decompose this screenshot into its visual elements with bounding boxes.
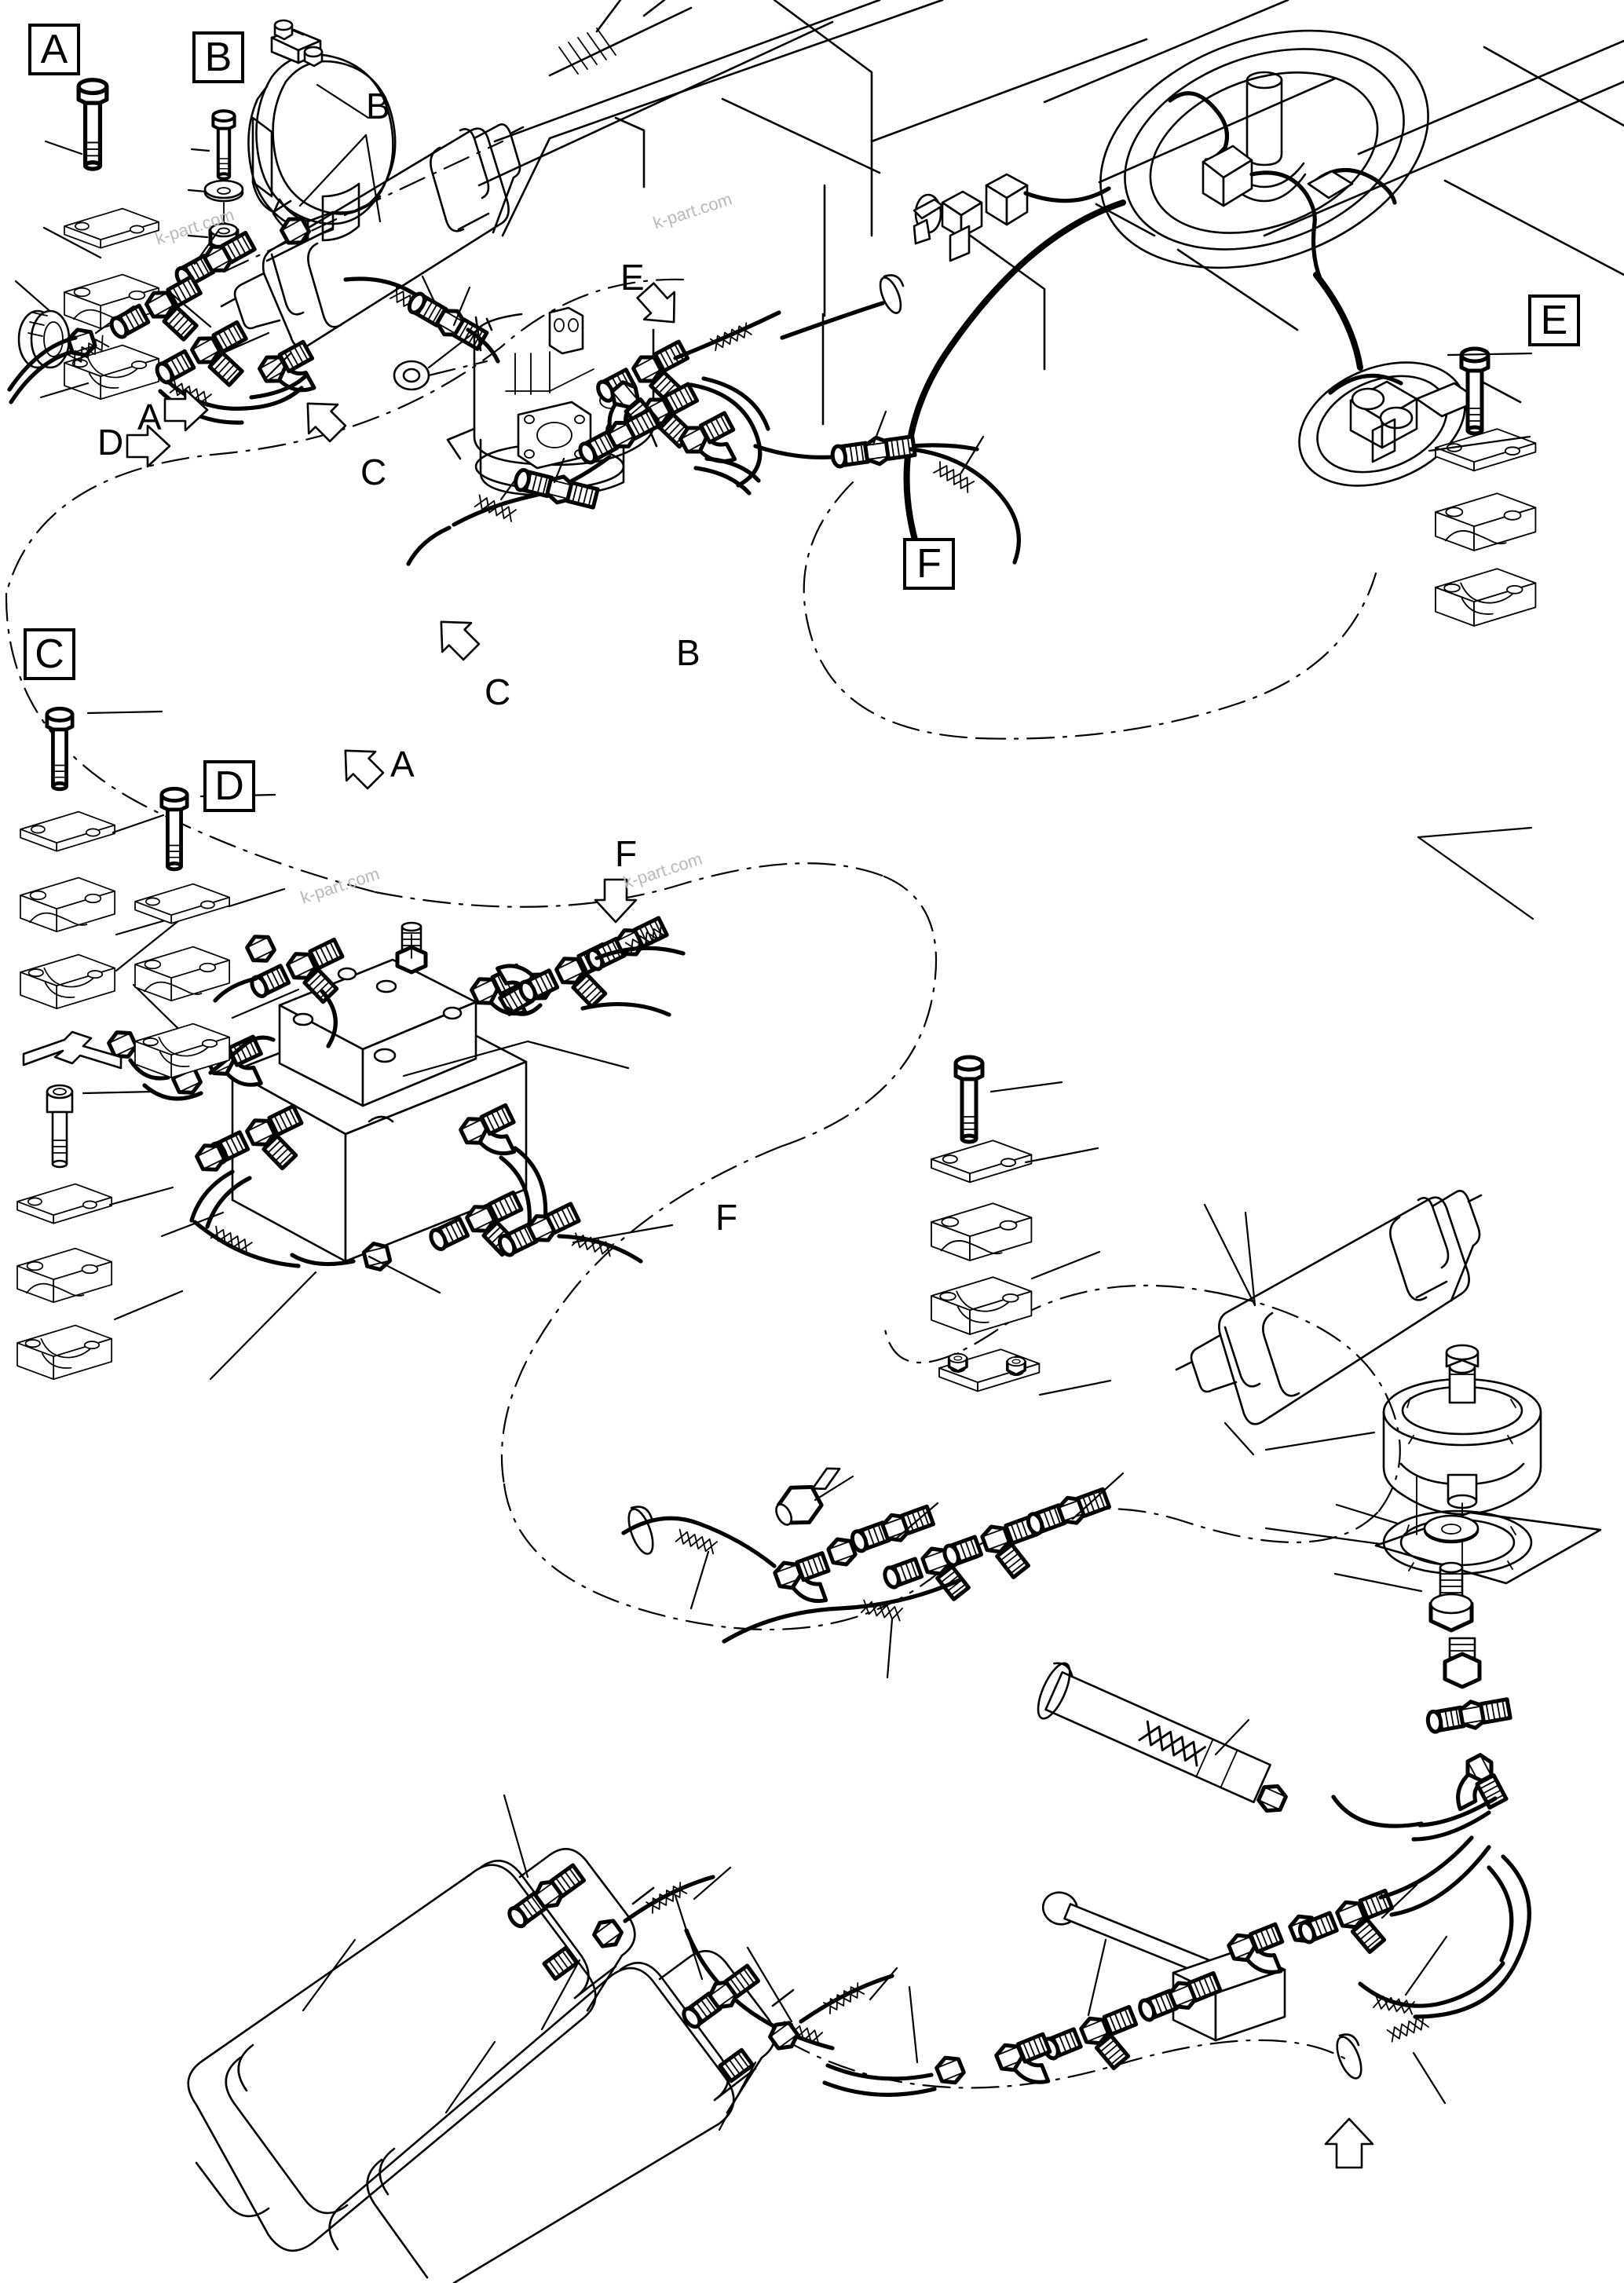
callout-letter-a-lower: A [390, 744, 415, 785]
callout-letter-a-upper: A [137, 397, 162, 437]
detail-group-e-parts [1417, 349, 1537, 920]
accumulator-lower-left-1 [187, 1848, 655, 2252]
arrow-a-upper [163, 388, 209, 432]
accumulator-mid-right [1175, 1190, 1483, 1456]
machine-frame-upper-right [477, 0, 1624, 570]
key-box-c: C [24, 628, 75, 680]
arrow-c-upper [306, 402, 347, 443]
hose-network-bottom [684, 1662, 1531, 2105]
callout-letter-c-upper: C [360, 452, 387, 492]
callout-letter-b-top: B [366, 86, 390, 126]
arrow-c-lower [440, 620, 481, 661]
hydraulic-valve-manifold-block [106, 914, 686, 1381]
detail-group-f-parts [931, 1057, 1112, 1396]
arrow-e [636, 282, 676, 324]
arrow-f-upper [594, 878, 638, 924]
key-box-b: B [192, 31, 244, 83]
key-box-d: D [203, 760, 255, 812]
callout-letter-e: E [620, 257, 645, 298]
detail-group-d-parts [134, 788, 300, 1079]
key-box-a: A [28, 24, 80, 75]
callout-letter-d: D [97, 422, 124, 463]
band-clamp-bracket [247, 19, 397, 242]
filter-head-assembly [1264, 1344, 1602, 1842]
accumulator-end-fittings [504, 1794, 898, 2131]
hose-network-mid-lower [621, 1467, 1125, 1679]
callout-letter-f-lower: F [715, 1197, 738, 1238]
key-box-f: F [903, 538, 955, 590]
arrow-a-lower [344, 749, 385, 790]
detail-group-a-parts [14, 80, 159, 401]
callout-letter-f-upper: F [615, 833, 638, 874]
hose-network-center-right [406, 274, 1021, 566]
accumulator-upper-left [220, 123, 525, 349]
callout-letter-b-mid: B [676, 632, 700, 673]
rotary-joint-column [446, 184, 826, 496]
detail-group-b-parts [187, 19, 504, 273]
arrow-f-lower [1324, 2117, 1374, 2169]
arrow-d [126, 424, 171, 468]
callout-letter-c-lower: C [485, 671, 511, 712]
key-box-e: E [1528, 295, 1580, 346]
